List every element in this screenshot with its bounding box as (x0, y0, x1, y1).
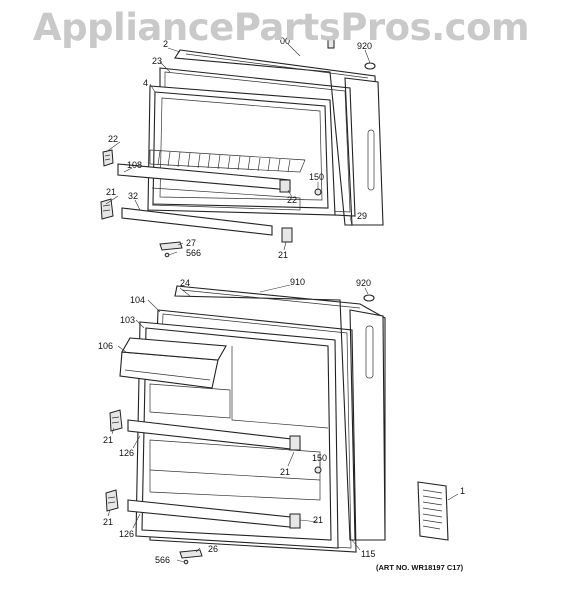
callout-126-lower: 126 (119, 529, 134, 539)
shelf-clip-21-lower-left (105, 489, 119, 512)
shelf-clip-21-upper-right (289, 435, 301, 451)
door-liner-top (147, 85, 336, 216)
outer-door-panel-top (174, 49, 384, 226)
callout-150-bottom: 150 (312, 453, 327, 463)
hinge-part-26 (179, 549, 203, 565)
dairy-door-106 (119, 337, 227, 389)
lower-bin-top (151, 187, 301, 211)
shelf-clip-22-left (102, 149, 114, 167)
literature-packet-1 (417, 481, 449, 541)
cap-part-00 (327, 37, 335, 49)
callout-104: 104 (130, 295, 145, 305)
callout-22-right: 22 (287, 195, 297, 205)
callout-21-lower-left: 21 (103, 517, 113, 527)
callout-106: 106 (98, 341, 113, 351)
callout-126-upper: 126 (119, 448, 134, 458)
callout-21-lower-right: 21 (313, 515, 323, 525)
callout-23: 23 (152, 56, 162, 66)
callout-566-top: 566 (186, 248, 201, 258)
shelf-bar-32 (121, 207, 273, 236)
freezer-door-assembly (100, 37, 384, 258)
callout-115: 115 (361, 549, 375, 559)
callout-920-bottom: 920 (356, 278, 371, 288)
outer-door-panel-bottom (174, 285, 386, 541)
callout-103: 103 (120, 315, 135, 325)
fresh-food-door-assembly (105, 284, 459, 565)
plug-920-top (364, 62, 376, 70)
callout-1: 1 (460, 486, 465, 496)
art-number: (ART NO. WR18197 C17) (376, 563, 464, 572)
plug-150-bottom (314, 466, 322, 474)
shelf-clip-21-upper-left (109, 409, 123, 432)
shelf-clip-21-right (281, 227, 293, 243)
callout-4: 4 (143, 78, 148, 88)
shelf-grid-top (149, 149, 306, 173)
callout-00: 00 (280, 36, 290, 46)
callout-24: 24 (180, 278, 190, 288)
callout-21-upper-left: 21 (103, 435, 113, 445)
plug-920-bottom (363, 294, 375, 302)
callout-21-right-top: 21 (278, 250, 288, 260)
callout-150-top: 150 (309, 172, 324, 182)
hinge-part-27 (159, 241, 183, 258)
callout-2: 2 (163, 39, 168, 49)
callout-910: 910 (290, 277, 305, 287)
callout-21-upper-right: 21 (280, 467, 290, 477)
callout-920-top: 920 (357, 41, 372, 51)
shelf-clip-21-lower-right (289, 513, 301, 529)
callouts-bottom: 24 910 920 104 103 106 21 126 21 150 21 … (98, 277, 465, 565)
callout-27: 27 (186, 238, 196, 248)
callout-32: 32 (128, 191, 138, 201)
callout-566-bottom: 566 (155, 555, 170, 565)
callout-22-left: 22 (108, 134, 118, 144)
callout-108: 108 (127, 160, 142, 170)
callout-21-left-top: 21 (106, 187, 116, 197)
shelf-clip-21-left (100, 198, 114, 220)
callouts-top: 2 00 920 23 4 22 108 150 22 21 32 29 27 … (106, 36, 372, 260)
callout-29: 29 (357, 211, 367, 221)
callout-26: 26 (208, 544, 218, 554)
shelf-clip-22-right (279, 179, 291, 193)
